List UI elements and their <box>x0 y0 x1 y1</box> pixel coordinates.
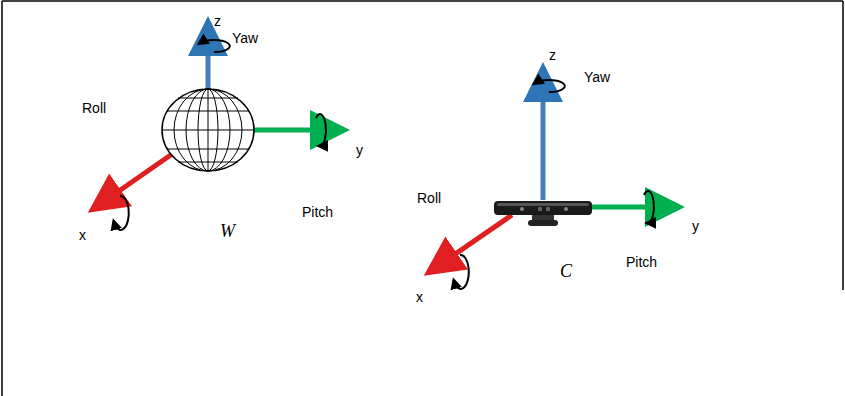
axis-label: x <box>79 228 86 242</box>
rotation-label: Roll <box>82 101 106 115</box>
frame-name: W <box>220 222 235 240</box>
x-axis <box>96 152 175 207</box>
axis-label: z <box>549 48 556 62</box>
rotation-arrows <box>454 80 654 289</box>
axis-label: z <box>214 14 221 28</box>
axis-label: y <box>356 143 363 157</box>
rotation-arrows <box>114 40 326 230</box>
frame-name: C <box>560 262 572 280</box>
z-axis <box>206 26 211 90</box>
axis-label: y <box>692 219 699 233</box>
kinect-sensor <box>494 201 592 226</box>
globe <box>162 89 254 171</box>
y-axis <box>590 205 675 210</box>
rotation-label: Pitch <box>302 205 333 219</box>
rotation-label: Roll <box>417 191 441 205</box>
rotation-label: Pitch <box>626 255 657 269</box>
rotation-label: Yaw <box>232 31 258 45</box>
rotation-label: Yaw <box>584 70 610 84</box>
x-axis <box>432 215 512 270</box>
z-axis <box>541 72 546 200</box>
axis-label: x <box>416 290 423 304</box>
